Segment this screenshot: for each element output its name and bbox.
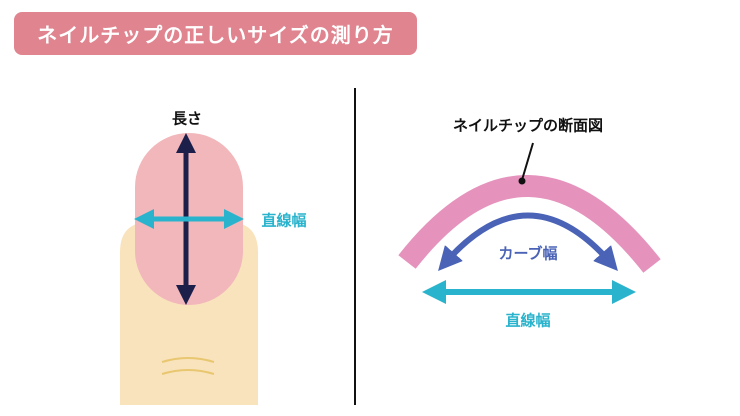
length-label: 長さ — [171, 109, 203, 128]
finger-illustration — [120, 133, 258, 405]
straight-width-label: 直線幅 — [261, 211, 307, 230]
cross-section-label: ネイルチップの断面図 — [452, 116, 604, 135]
cross-section-illustration — [398, 142, 661, 304]
straight-width-label-right: 直線幅 — [505, 311, 551, 330]
pointer-line — [521, 142, 534, 181]
nail-cross-section — [398, 175, 661, 273]
curve-width-label: カーブ幅 — [498, 244, 558, 263]
page-title: ネイルチップの正しいサイズの測り方 — [14, 12, 417, 55]
knuckle-line — [161, 357, 215, 363]
knuckle-line — [161, 369, 215, 375]
curve-width-arrow — [438, 212, 618, 271]
pointer-dot — [518, 177, 526, 185]
